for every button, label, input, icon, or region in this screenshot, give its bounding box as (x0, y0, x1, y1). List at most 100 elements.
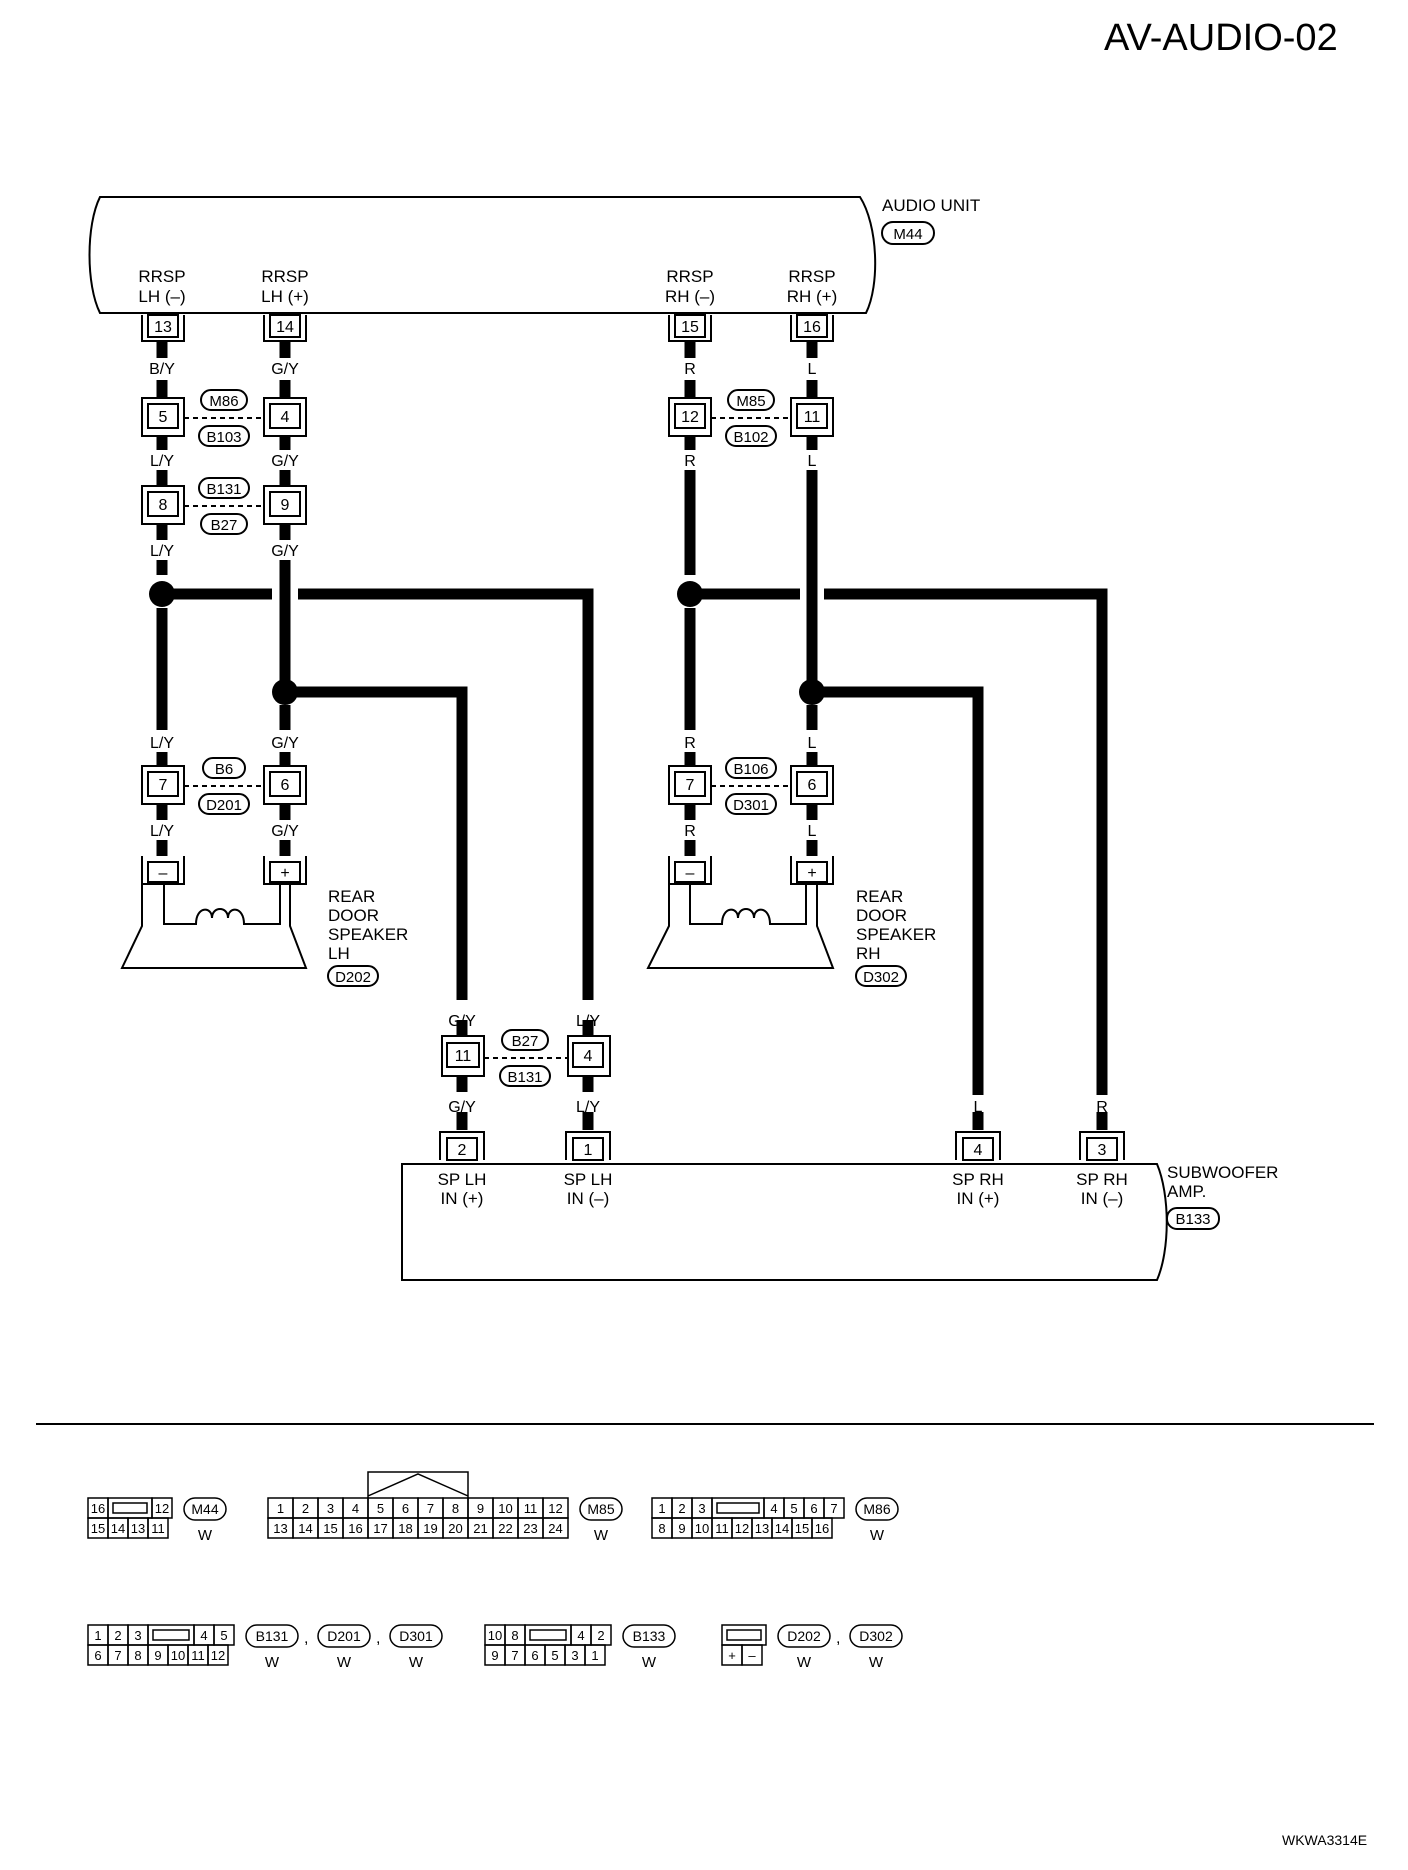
speaker-connector-id: D202 (335, 969, 371, 986)
junction-pin: 11 (455, 1048, 472, 1065)
terminal-13-label-1: RRSP (138, 267, 185, 286)
speaker-plus-terminal: + (807, 865, 816, 882)
connector-pin-number: 1 (277, 1501, 284, 1516)
junction-pin: 5 (159, 409, 168, 426)
junction-pin: 4 (281, 409, 290, 426)
connector-pin-number: 2 (678, 1501, 685, 1516)
connector-pin-number: 13 (131, 1521, 145, 1536)
connector-pin-number: 3 (571, 1648, 578, 1663)
connector-color: W (869, 1654, 884, 1671)
connector-pin-number: 11 (524, 1501, 538, 1516)
wires (156, 341, 1108, 1130)
connector-pin-number: 4 (770, 1501, 777, 1516)
speaker-connector-id: D302 (863, 969, 899, 986)
speaker-label-line: RH (856, 944, 881, 963)
connector-blank-cell (711, 1497, 765, 1519)
page-id: AV-AUDIO-02 (1104, 17, 1338, 59)
connector-pin-number: 12 (735, 1521, 749, 1536)
speaker-label-line: REAR (328, 887, 375, 906)
speaker-label-line: DOOR (856, 906, 907, 925)
connector-pin-number: 7 (427, 1501, 434, 1516)
connector-pin-number: 5 (790, 1501, 797, 1516)
connector-pin-number: 14 (775, 1521, 789, 1536)
speaker-plus-terminal: + (280, 865, 289, 882)
junction-id-top: M86 (209, 393, 238, 410)
wire-color: G/Y (271, 453, 299, 470)
wire-color: R (684, 735, 696, 752)
connector-pin-number: 1 (658, 1501, 665, 1516)
wire-color: L/Y (576, 1013, 600, 1030)
subwoofer-amp: 2 1 4 3 SP LH IN (+) SP LH IN (–) SP RH … (401, 1131, 1278, 1281)
junction-b131-b27: 8 9 B131 B27 (141, 477, 307, 535)
connector-pin-number: 23 (523, 1521, 537, 1536)
connector-color: W (594, 1527, 609, 1544)
terminal-16-label-1: RRSP (788, 267, 835, 286)
wire-color: G/Y (448, 1013, 476, 1030)
junction-pin: 7 (686, 777, 695, 794)
wire-color-labels: B/Y G/Y R L L/Y G/Y R L L/Y G/Y L/Y G/Y … (149, 361, 1108, 1116)
connector-id-oval (245, 1624, 299, 1648)
connector-blank-cell (524, 1624, 572, 1646)
connector-pin-number: 9 (491, 1648, 498, 1663)
connector-pin-number: 8 (511, 1628, 518, 1643)
connector-pin-number: 1 (94, 1628, 101, 1643)
connector-pin-number: 12 (548, 1501, 562, 1516)
connector-latch (112, 1502, 148, 1514)
connector-pin-number: 3 (134, 1628, 141, 1643)
connector-pin-number: 6 (94, 1648, 101, 1663)
connector-id: M44 (191, 1501, 218, 1517)
sub-label-line: AMP. (1167, 1182, 1206, 1201)
junction-pin: 12 (681, 409, 699, 426)
connector-latch (152, 1629, 190, 1641)
connector-pin-number: 10 (171, 1648, 185, 1663)
junction-b106-d301: 7 6 B106 D301 (668, 757, 834, 815)
speaker-minus-terminal: – (686, 865, 695, 882)
junction-pin: 9 (281, 497, 290, 514)
connector-pin-number: 4 (577, 1628, 584, 1643)
wire-color: G/Y (271, 735, 299, 752)
wire-color: L/Y (150, 453, 174, 470)
figure-code: WKWA3314E (1282, 1832, 1367, 1848)
sub-terminal-pin: 2 (458, 1142, 467, 1159)
terminal-15-label-2: RH (–) (665, 287, 715, 306)
connector-pin-number: + (728, 1648, 736, 1663)
junction-connectors: 5 4 M86 B103 8 9 B131 B27 (141, 389, 834, 1087)
junction-pin: 8 (159, 497, 168, 514)
terminal-16-label-2: RH (+) (787, 287, 838, 306)
junction-pin: 4 (584, 1048, 593, 1065)
connector-latch (726, 1629, 762, 1641)
terminal-14-pin: 14 (276, 319, 294, 336)
junction-id-bottom: D201 (206, 797, 242, 814)
connector-id-oval (777, 1624, 831, 1648)
connector-pin-number: 9 (678, 1521, 685, 1536)
terminal-14-label-1: RRSP (261, 267, 308, 286)
connector-id: B131 (256, 1628, 289, 1644)
wire-color: G/Y (271, 543, 299, 560)
connector-pin-number: 3 (327, 1501, 334, 1516)
speaker-label-line: REAR (856, 887, 903, 906)
connector-id: D302 (859, 1628, 893, 1644)
sub-connector-id: B133 (1175, 1211, 1210, 1228)
connector-pin-number: 10 (695, 1521, 709, 1536)
connector-latch (529, 1629, 567, 1641)
connector-pin-number: 18 (398, 1521, 412, 1536)
junction-id-bottom: B103 (206, 429, 241, 446)
connector-pin-number: 2 (597, 1628, 604, 1643)
junction-pin: 6 (808, 777, 817, 794)
connector-id-oval (855, 1497, 899, 1521)
connector-pin-number: 8 (452, 1501, 459, 1516)
junction-id-bottom: D301 (733, 797, 769, 814)
connector-pin-number: 2 (302, 1501, 309, 1516)
connector-pin-number: 8 (134, 1648, 141, 1663)
connector-pin-cell (207, 1644, 229, 1666)
connector-pin-number: 4 (352, 1501, 359, 1516)
junction-id-bottom: B27 (211, 517, 238, 534)
wire-color: L/Y (150, 543, 174, 560)
connector-pin-number: 16 (91, 1501, 105, 1516)
speaker-minus-terminal: – (159, 865, 168, 882)
